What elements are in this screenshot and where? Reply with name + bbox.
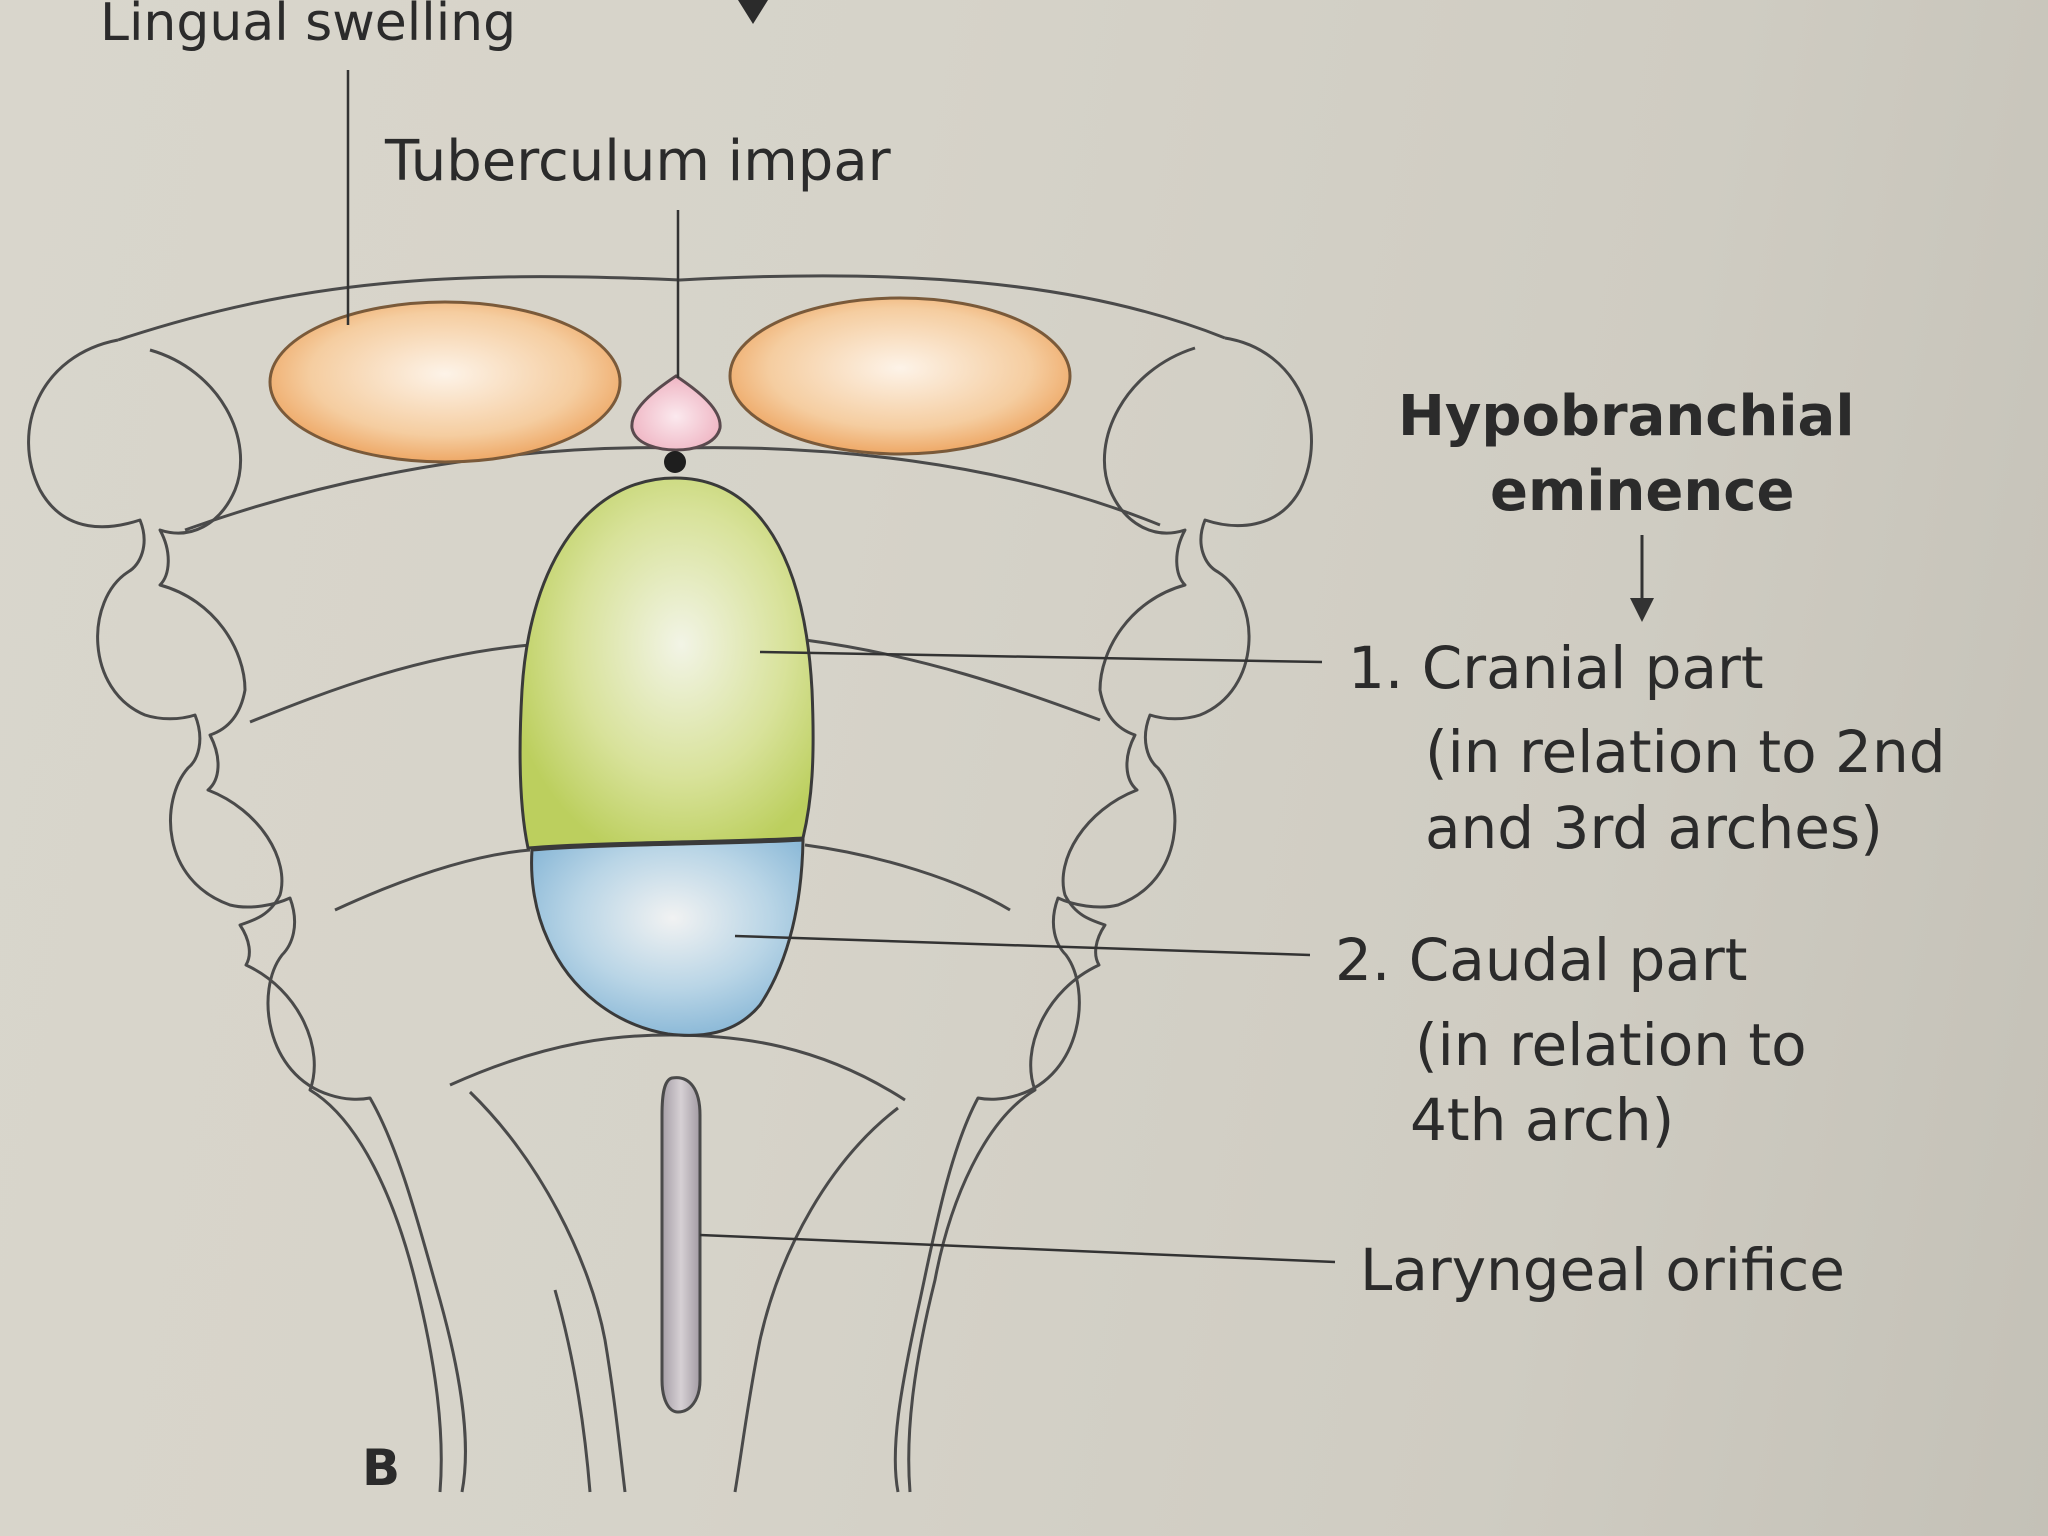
label-lingual-swelling: Lingual swelling: [100, 0, 516, 53]
cranial-part: [518, 476, 815, 850]
down-arrow-icon: [1630, 535, 1654, 622]
arch-boundary-2: [249, 638, 1101, 724]
label-cranial-line2: (in relation to 2nd: [1425, 718, 1946, 786]
leader-laryngeal-orifice: [699, 1233, 1336, 1264]
label-caudal-line2: (in relation to: [1415, 1011, 1807, 1079]
lingual-swelling-right: [728, 296, 1072, 456]
left-arch-column-inner: [149, 348, 443, 1493]
label-caudal-line3: 4th arch): [1410, 1086, 1674, 1154]
lingual-swelling-left: [268, 300, 622, 464]
label-hypobranchial-line1: Hypobranchial: [1398, 384, 1855, 449]
label-caudal-line1: 2. Caudal part: [1335, 926, 1747, 994]
left-arch-column: [27, 338, 467, 1493]
first-arch-top-border: [117, 274, 1226, 342]
pharynx-right-wall: [733, 1106, 899, 1493]
right-arch-column: [893, 336, 1313, 1493]
right-arch-column-inner: [907, 346, 1196, 1493]
label-tuberculum-impar: Tuberculum impar: [384, 129, 892, 194]
pharynx-left-wall: [468, 1090, 627, 1493]
label-cranial-line3: and 3rd arches): [1425, 794, 1883, 862]
arch-boundary-3: [334, 843, 1011, 912]
label-cranial-line1: 1. Cranial part: [1348, 634, 1764, 702]
down-arrow-icon: [738, 0, 768, 24]
leader-caudal-part: [734, 934, 1311, 957]
figure-letter: B: [362, 1439, 400, 1497]
caudal-part: [530, 838, 805, 1037]
pharynx-left-inner: [553, 1289, 592, 1493]
foramen-caecum-dot: [664, 451, 686, 473]
leader-cranial-part: [759, 650, 1323, 664]
tuberculum-impar: [630, 374, 722, 452]
laryngeal-orifice: [660, 1076, 702, 1414]
label-laryngeal-orifice: Laryngeal orifice: [1360, 1236, 1845, 1304]
label-hypobranchial-line2: eminence: [1490, 459, 1794, 524]
